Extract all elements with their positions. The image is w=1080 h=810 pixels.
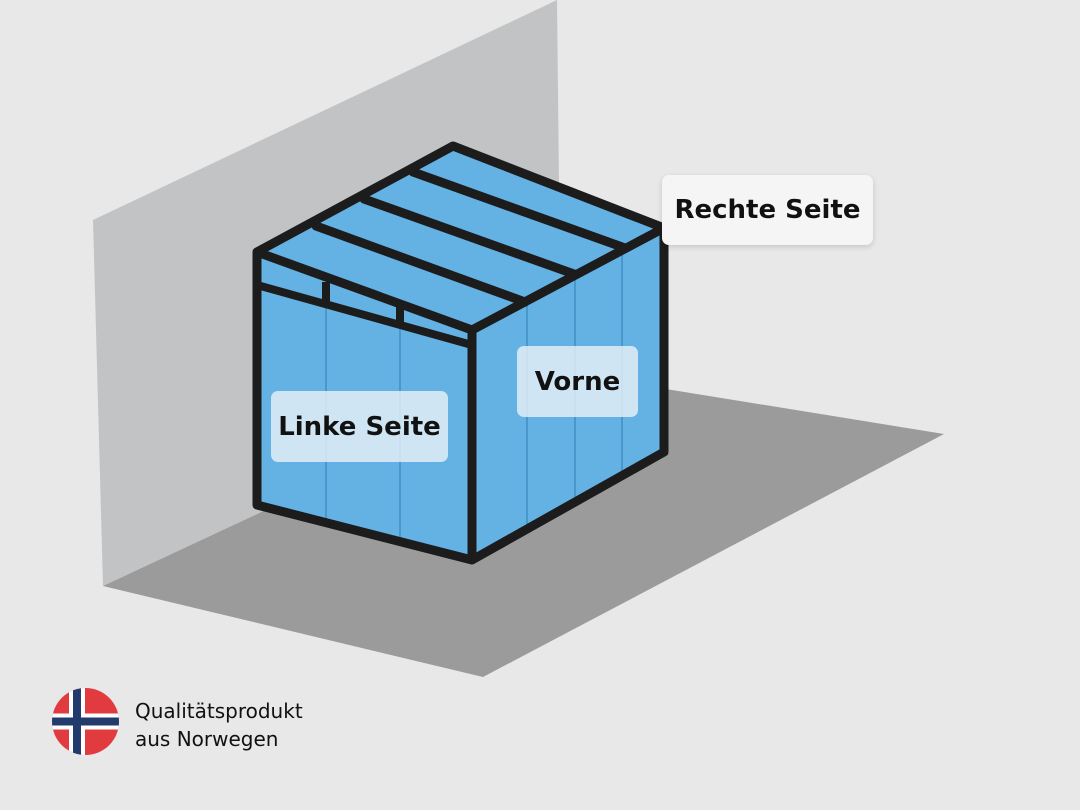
badge-line-1: Qualitätsprodukt: [135, 699, 303, 723]
box-outline: [252, 141, 669, 565]
norway-flag-icon: [52, 688, 119, 755]
box-left-header: [255, 281, 474, 349]
box-top-slats: [311, 167, 630, 307]
label-front: Vorne: [517, 346, 638, 417]
label-left-side: Linke Seite: [271, 391, 448, 462]
badge-line-2: aus Norwegen: [135, 727, 279, 751]
quality-badge-text: Qualitätsprodukt aus Norwegen: [135, 697, 303, 753]
label-right-side: Rechte Seite: [662, 175, 873, 245]
